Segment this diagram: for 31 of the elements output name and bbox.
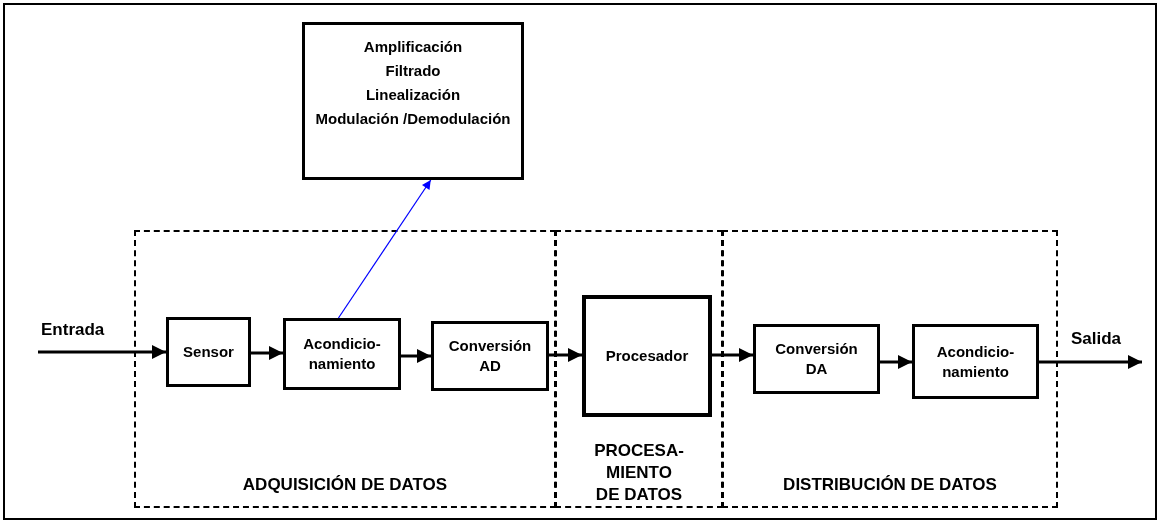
leader-arrow xyxy=(337,179,432,319)
section-label: DISTRIBUCIÓN DE DATOS xyxy=(782,474,998,496)
process-box xyxy=(166,317,251,387)
process-box xyxy=(753,324,880,394)
process-box xyxy=(431,321,549,391)
box-label: Sensor xyxy=(183,342,234,362)
process-box xyxy=(582,295,712,417)
box-label: Conversión AD xyxy=(447,336,533,376)
box-label: Conversión DA xyxy=(774,339,859,379)
section-label: PROCESA- MIENTO DE DATOS xyxy=(593,440,685,506)
list-item: Amplificación xyxy=(363,37,463,57)
arrow xyxy=(38,345,166,359)
dashed-section xyxy=(134,230,556,508)
dashed-section xyxy=(722,230,1058,508)
arrow xyxy=(251,346,283,360)
arrow xyxy=(549,348,582,362)
section-label: ADQUISICIÓN DE DATOS xyxy=(241,474,449,496)
arrow xyxy=(712,348,753,362)
arrow xyxy=(880,355,912,369)
box-label: Acondicio- namiento xyxy=(935,341,1016,382)
list-item: Filtrado xyxy=(385,61,441,81)
dashed-section xyxy=(555,230,723,508)
list-item: Linealización xyxy=(365,85,461,105)
process-box xyxy=(912,324,1039,399)
box-label: Acondicio- namiento xyxy=(302,334,382,374)
arrow xyxy=(1039,355,1142,369)
list-box xyxy=(302,22,524,180)
process-box xyxy=(283,318,401,390)
arrow xyxy=(401,349,431,363)
list-item: Modulación /Demodulación xyxy=(315,109,511,129)
box-label: Procesador xyxy=(605,346,689,366)
